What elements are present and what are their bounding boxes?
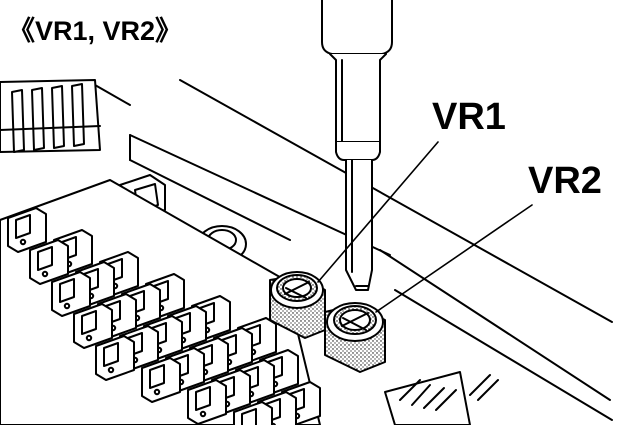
terminal-slot — [195, 386, 211, 411]
terminal-slot — [103, 342, 119, 367]
terminal-pin — [63, 302, 71, 310]
terminal-slot — [59, 278, 75, 303]
terminal-block — [0, 179, 321, 425]
callout-vr2: VR2 — [528, 160, 602, 202]
leader-vr2 — [375, 204, 533, 313]
screwdriver — [321, 0, 393, 291]
lower-connector — [384, 371, 499, 426]
trimmer-vr2 — [324, 302, 386, 373]
trimmer-vr1 — [269, 271, 326, 339]
terminal-pin — [19, 238, 27, 246]
heatsink-fins — [0, 79, 101, 153]
terminal-pin — [199, 410, 207, 418]
leader-vr1 — [317, 141, 439, 283]
terminal-slot — [15, 214, 31, 239]
terminal-pin — [41, 270, 49, 278]
leader-lines — [317, 141, 533, 313]
terminal-slot — [241, 408, 257, 425]
terminal-pin — [153, 388, 161, 396]
cover-outline — [94, 79, 613, 421]
diagram-heading: 《VR1, VR2》 — [8, 16, 183, 46]
terminal-pin — [107, 366, 115, 374]
terminal-pin — [85, 334, 93, 342]
callout-vr1: VR1 — [432, 96, 506, 138]
terminal-slot — [149, 364, 165, 389]
terminal-slot — [81, 310, 97, 335]
terminal-slot — [37, 246, 53, 271]
